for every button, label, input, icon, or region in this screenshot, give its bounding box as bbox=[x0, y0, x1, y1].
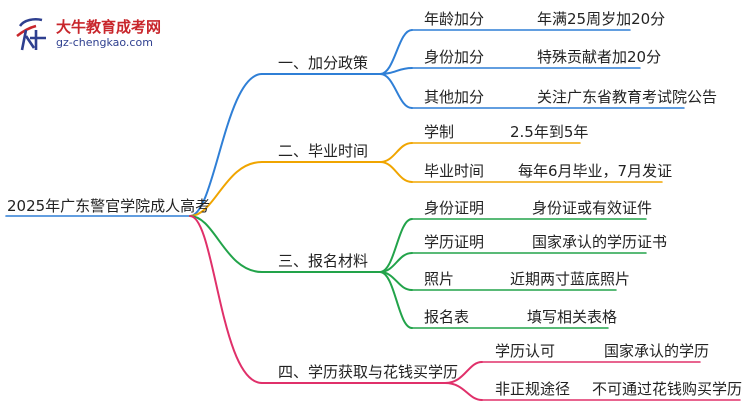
branch2-child1-value: 2.5年到5年 bbox=[510, 123, 589, 141]
branch3-child2-name: 学历证明 bbox=[424, 233, 485, 251]
branch4-curve bbox=[189, 215, 263, 384]
branch1-child3-value: 关注广东省教育考试院公告 bbox=[537, 88, 718, 106]
branch3-label: 三、报名材料 bbox=[278, 252, 369, 270]
branch1-child1-value: 年满25周岁加20分 bbox=[537, 10, 666, 28]
branch3-child2-value: 国家承认的学历证书 bbox=[532, 233, 668, 251]
branch1-child2-curve bbox=[379, 67, 413, 75]
logo-site-url: gz-chengkao.com bbox=[56, 36, 153, 49]
branch3-curve bbox=[189, 215, 263, 273]
branch1-child3-name: 其他加分 bbox=[424, 88, 485, 106]
logo-mark-icon bbox=[16, 18, 46, 51]
site-logo[interactable]: 大牛教育成考网 gz-chengkao.com bbox=[14, 16, 214, 54]
branch4-child2-name: 非正规途径 bbox=[495, 380, 571, 398]
branch2-child1-curve bbox=[379, 142, 413, 163]
branch1-child1-curve bbox=[379, 29, 413, 75]
branch3-child4-value: 填写相关表格 bbox=[527, 308, 618, 326]
branch4-label: 四、学历获取与花钱买学历 bbox=[278, 363, 459, 381]
branch4-child2-value: 不可通过花钱购买学历 bbox=[592, 380, 743, 398]
branch1-label: 一、加分政策 bbox=[278, 54, 369, 72]
branch2-child2-curve bbox=[379, 161, 413, 183]
branch1-child2-name: 身份加分 bbox=[424, 48, 485, 66]
branch1-child1-name: 年龄加分 bbox=[424, 10, 485, 28]
branch2-child2-name: 毕业时间 bbox=[424, 162, 485, 180]
branch2-child2-value: 每年6月毕业，7月发证 bbox=[518, 162, 673, 180]
branch1-child3-curve bbox=[379, 73, 413, 109]
branch3-child1-value: 身份证或有效证件 bbox=[532, 199, 653, 217]
branch3-child3-name: 照片 bbox=[424, 270, 455, 288]
branch4-child1-value: 国家承认的学历 bbox=[604, 342, 710, 360]
branch2-label: 二、毕业时间 bbox=[278, 142, 369, 160]
logo-site-name: 大牛教育成考网 bbox=[56, 18, 162, 36]
branch3-child4-name: 报名表 bbox=[424, 308, 470, 326]
branch1-curve bbox=[189, 73, 263, 217]
branch4-child1-name: 学历认可 bbox=[495, 342, 556, 360]
branch1-child2-value: 特殊贡献者加20分 bbox=[537, 48, 662, 66]
branch4-child2-curve bbox=[444, 382, 483, 401]
branch2-curve bbox=[189, 161, 263, 217]
branch3-child3-value: 近期两寸蓝底照片 bbox=[510, 270, 631, 288]
branch2-child1-name: 学制 bbox=[424, 123, 455, 141]
branch3-child4-curve bbox=[379, 271, 413, 329]
branch3-child1-name: 身份证明 bbox=[424, 199, 485, 217]
root-node: 2025年广东警官学院成人高考 bbox=[7, 197, 211, 215]
